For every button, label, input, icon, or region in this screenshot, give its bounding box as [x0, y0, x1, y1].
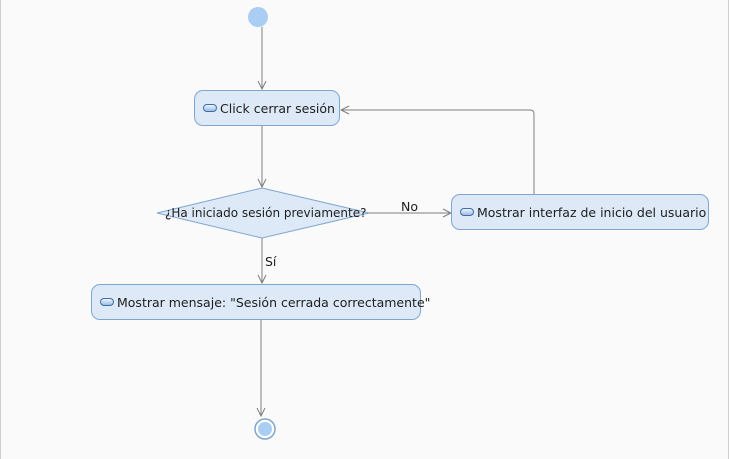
decision-label: ¿Ha iniciado sesión previamente? [165, 206, 367, 220]
decision-diamond[interactable] [156, 187, 370, 239]
action-capsule-icon [203, 104, 217, 112]
action-label: Mostrar mensaje: "Sesión cerrada correct… [117, 294, 431, 310]
action-label: Mostrar interfaz de inicio del usuario [477, 204, 707, 220]
edge-login-to-click [341, 110, 535, 194]
action-click-close-session[interactable]: Click cerrar sesión [194, 90, 340, 126]
initial-node-icon [248, 7, 268, 27]
action-show-login-interface[interactable]: Mostrar interfaz de inicio del usuario [451, 194, 709, 230]
final-node-core [258, 422, 272, 436]
edge-label-no: No [401, 199, 418, 214]
edge-label-yes: Sí [265, 254, 277, 269]
action-capsule-icon [100, 298, 114, 306]
action-label: Click cerrar sesión [220, 100, 335, 116]
action-show-message[interactable]: Mostrar mensaje: "Sesión cerrada correct… [91, 284, 430, 320]
action-capsule-icon [460, 208, 474, 216]
